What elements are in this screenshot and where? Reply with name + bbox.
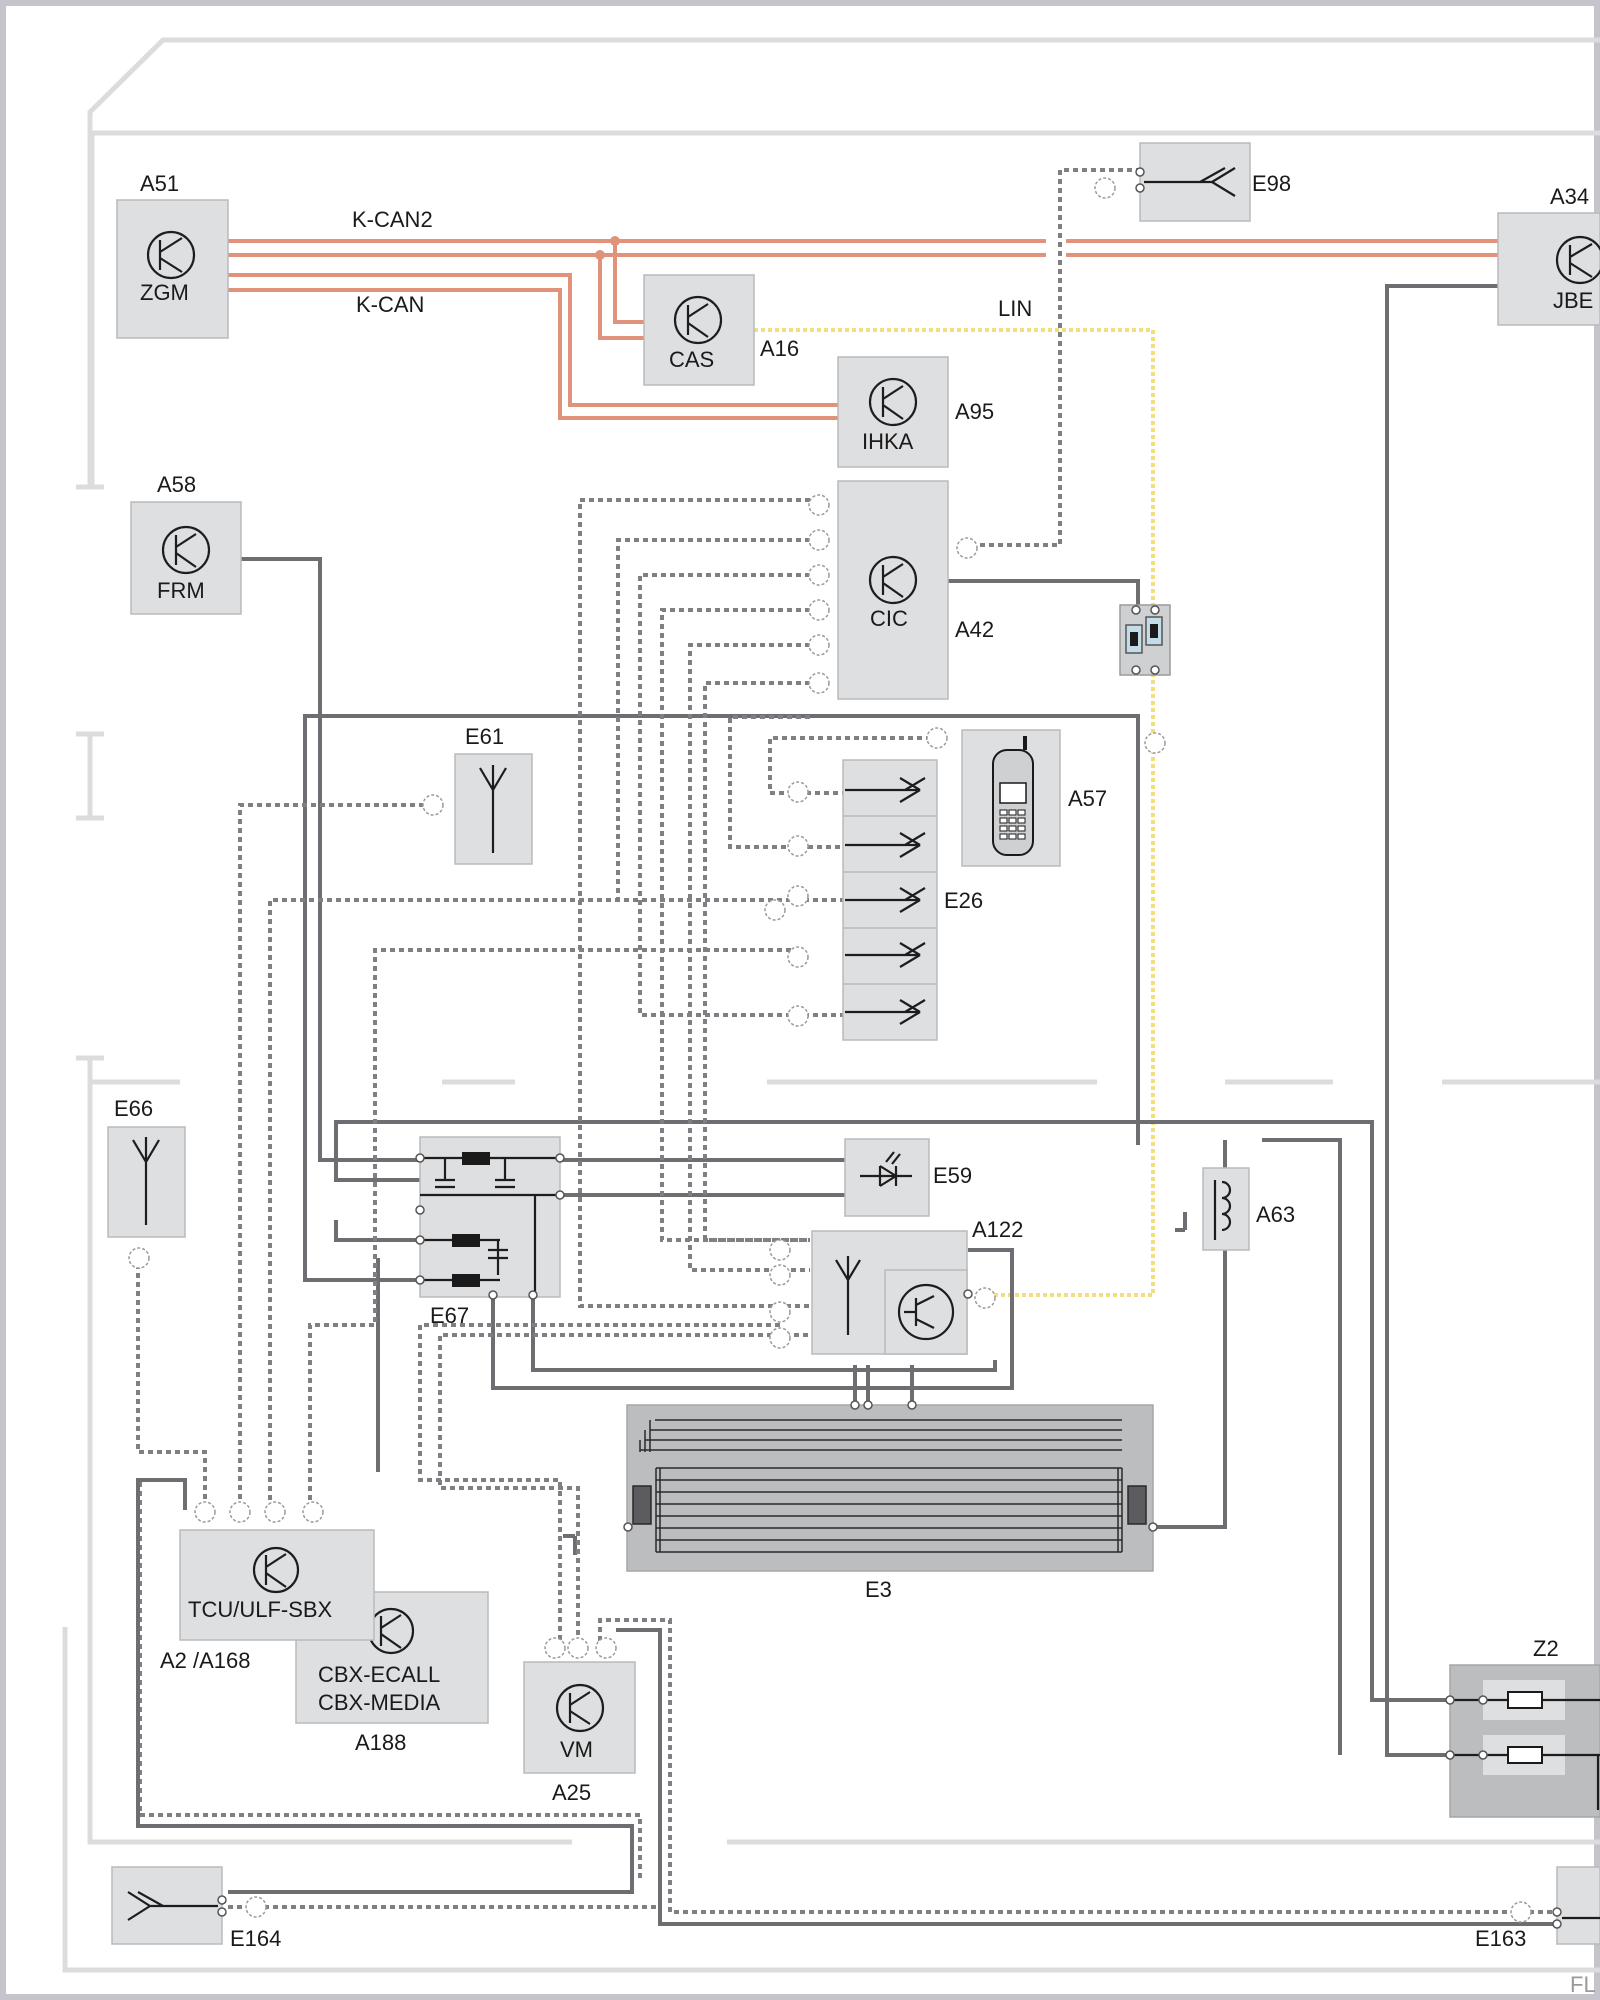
wiring-coax <box>136 168 1555 1914</box>
module-name-cic: CIC <box>870 606 908 631</box>
module-name-vm: VM <box>560 1737 593 1762</box>
frame-tick-left-2 <box>76 731 104 821</box>
ref-e66: E66 <box>114 1096 153 1121</box>
module-a16-cas: CAS A16 <box>643 274 799 386</box>
antenna-e98: E98 <box>1135 142 1291 222</box>
bus-label-k-can: K-CAN <box>356 292 424 317</box>
antenna-stack-e26: E26 <box>842 759 983 1041</box>
antenna-e61: E61 <box>454 724 533 865</box>
antenna-e164: E164 <box>111 1866 281 1951</box>
ref-e59: E59 <box>933 1163 972 1188</box>
module-name-cas: CAS <box>669 347 714 372</box>
coil-module-a63: A63 <box>1202 1167 1295 1251</box>
ref-e26: E26 <box>944 888 983 913</box>
k-can2-bus <box>228 236 1498 340</box>
antenna-e163: E163 <box>1475 1866 1600 1951</box>
ref-e164: E164 <box>230 1926 281 1951</box>
ref-a58: A58 <box>157 472 196 497</box>
ref-e67: E67 <box>430 1303 469 1328</box>
k-can-bus <box>228 273 838 420</box>
module-a95-ihka: IHKA A95 <box>837 356 994 468</box>
ref-a122: A122 <box>972 1217 1023 1242</box>
ref-e3: E3 <box>865 1577 892 1602</box>
corner-code: FL <box>1570 1972 1596 1997</box>
ref-a42: A42 <box>955 617 994 642</box>
ref-a16: A16 <box>760 336 799 361</box>
module-name-frm: FRM <box>157 578 205 603</box>
ref-a188: A188 <box>355 1730 406 1755</box>
module-name-ihka: IHKA <box>862 429 914 454</box>
bus-label-lin: LIN <box>998 296 1032 321</box>
module-name-cbx-media: CBX-MEDIA <box>318 1690 441 1715</box>
ref-a25: A25 <box>552 1780 591 1805</box>
ref-a57: A57 <box>1068 786 1107 811</box>
shield-markers <box>128 177 1532 1923</box>
module-name-cbx-ecall: CBX-ECALL <box>318 1662 440 1687</box>
ref-e61: E61 <box>465 724 504 749</box>
module-name-tcu: TCU/ULF-SBX <box>188 1597 333 1622</box>
ref-z2: Z2 <box>1533 1636 1559 1661</box>
module-a51-zgm: ZGM A51 <box>116 171 229 339</box>
module-name-jbe: JBE <box>1553 288 1593 313</box>
ref-a51: A51 <box>140 171 179 196</box>
frame-bottom-outer <box>62 1627 1600 1973</box>
module-a34-jbe: JBE A34 <box>1497 184 1600 326</box>
led-module-e59: E59 <box>844 1138 972 1217</box>
wire-vm-e163 <box>616 1628 1555 1926</box>
ref-a95: A95 <box>955 399 994 424</box>
ref-e98: E98 <box>1252 171 1291 196</box>
ref-a2-a168: A2 /A168 <box>160 1648 251 1673</box>
module-a25-vm: VM A25 <box>523 1661 636 1805</box>
frame-mid-left <box>76 1055 572 1845</box>
antenna-e66: E66 <box>107 1096 186 1238</box>
module-a58-frm: FRM A58 <box>130 472 242 615</box>
filter-module-z2: Z2 <box>1445 1636 1600 1818</box>
module-a57-phone: A57 <box>961 729 1107 867</box>
wiring-solid <box>241 284 1600 1757</box>
lin-bus <box>754 328 1155 1297</box>
filter-module-e67: E67 <box>415 1136 565 1328</box>
module-a42-cic: CIC A42 <box>837 480 994 700</box>
module-name-zgm: ZGM <box>140 280 189 305</box>
frame-top <box>89 130 1600 487</box>
ref-a34: A34 <box>1550 184 1589 209</box>
module-a122: A122 <box>811 1217 1023 1355</box>
bus-label-k-can2: K-CAN2 <box>352 207 433 232</box>
rear-window-e3: E3 <box>623 1400 1158 1602</box>
module-tcu-ulf-sbx: TCU/ULF-SBX A2 /A168 <box>160 1529 375 1673</box>
ref-e163: E163 <box>1475 1926 1526 1951</box>
inline-connector <box>1119 604 1171 676</box>
wire-e164-tcu <box>136 1478 634 1894</box>
ref-a63: A63 <box>1256 1202 1295 1227</box>
